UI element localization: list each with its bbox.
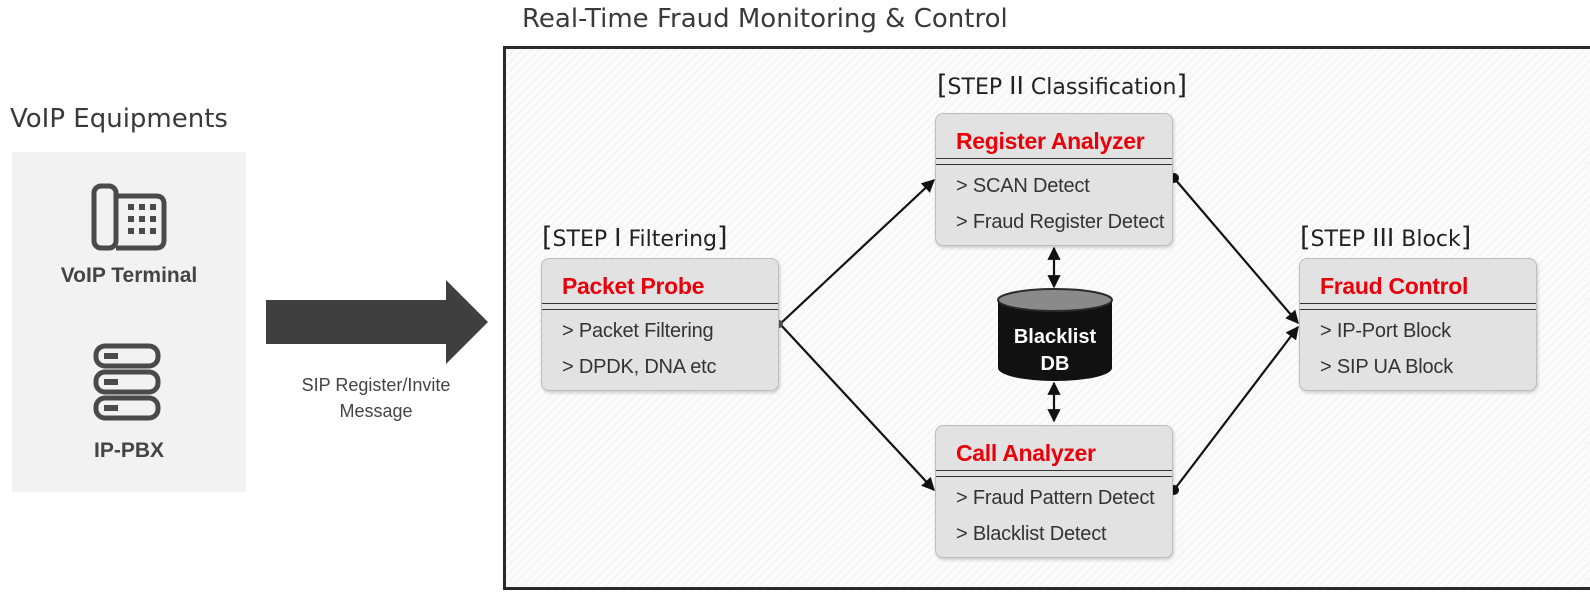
step-numeral: III <box>1372 223 1395 252</box>
arrow-caption-line1: SIP Register/Invite <box>301 375 451 395</box>
register-analyzer-title: Register Analyzer <box>956 128 1145 154</box>
step-1-title: [STEP I Filtering] <box>542 222 728 253</box>
probe-to-call-arrow <box>779 323 935 491</box>
register-analyzer-box: Register Analyzer > SCAN Detect > Fraud … <box>935 113 1173 246</box>
blacklist-db-label: Blacklist DB <box>998 324 1112 378</box>
bracket-close: ] <box>1176 70 1187 101</box>
server-icon <box>93 343 161 421</box>
packet-probe-item: > DPDK, DNA etc <box>562 356 717 378</box>
bracket-close: ] <box>1460 222 1472 253</box>
step-2-title: [STEP II Classification] <box>937 70 1187 101</box>
arrow-caption: SIP Register/Invite Message <box>286 372 466 424</box>
voip-terminal-label: VoIP Terminal <box>60 264 198 287</box>
packet-probe-box: Packet Probe > Packet Filtering > DPDK, … <box>541 258 779 391</box>
register-analyzer-item: > Fraud Register Detect <box>956 211 1165 233</box>
voip-equipments-title: VoIP Equipments <box>10 104 228 134</box>
db-label-line1: Blacklist <box>1013 326 1097 348</box>
main-title: Real-Time Fraud Monitoring & Control <box>522 4 1008 34</box>
register-to-control-arrow <box>1173 177 1299 325</box>
step-prefix: STEP <box>1310 227 1366 252</box>
fraud-control-item: > SIP UA Block <box>1320 356 1454 378</box>
probe-to-register-arrow <box>779 179 935 325</box>
step-numeral: I <box>614 223 622 252</box>
call-analyzer-title: Call Analyzer <box>956 440 1096 466</box>
register-analyzer-item: > SCAN Detect <box>956 175 1090 197</box>
box-divider <box>542 303 778 310</box>
box-divider <box>1300 303 1536 310</box>
phone-icon <box>91 183 167 251</box>
bracket-open: [ <box>542 222 553 253</box>
box-divider <box>936 470 1172 477</box>
step-name: Filtering <box>628 227 718 252</box>
step-3-title: [STEP III Block] <box>1300 222 1471 253</box>
call-to-control-arrow <box>1173 325 1299 491</box>
call-analyzer-item: > Fraud Pattern Detect <box>956 487 1155 509</box>
call-analyzer-box: Call Analyzer > Fraud Pattern Detect > B… <box>935 425 1173 558</box>
step-prefix: STEP <box>552 227 608 252</box>
fraud-control-title: Fraud Control <box>1320 273 1469 299</box>
fraud-control-box: Fraud Control > IP-Port Block > SIP UA B… <box>1299 258 1537 391</box>
call-analyzer-item: > Blacklist Detect <box>956 523 1107 545</box>
flow-arrow <box>266 280 488 364</box>
packet-probe-item: > Packet Filtering <box>562 320 714 342</box>
step-name: Block <box>1401 227 1461 252</box>
packet-probe-title: Packet Probe <box>562 273 705 299</box>
step-numeral: II <box>1009 71 1024 100</box>
db-label-line2: DB <box>1040 353 1070 375</box>
step-name: Classification <box>1030 75 1177 100</box>
database-icon <box>997 288 1113 381</box>
fraud-control-item: > IP-Port Block <box>1320 320 1451 342</box>
step-prefix: STEP <box>947 75 1003 100</box>
voip-equipments-panel: VoIP Terminal IP-PBX <box>12 152 246 492</box>
bracket-open: [ <box>1300 222 1311 253</box>
bracket-close: ] <box>717 222 728 253</box>
ip-pbx-label: IP-PBX <box>93 439 164 462</box>
arrow-caption-line2: Message <box>339 401 413 421</box>
box-divider <box>936 158 1172 165</box>
bracket-open: [ <box>937 70 948 101</box>
